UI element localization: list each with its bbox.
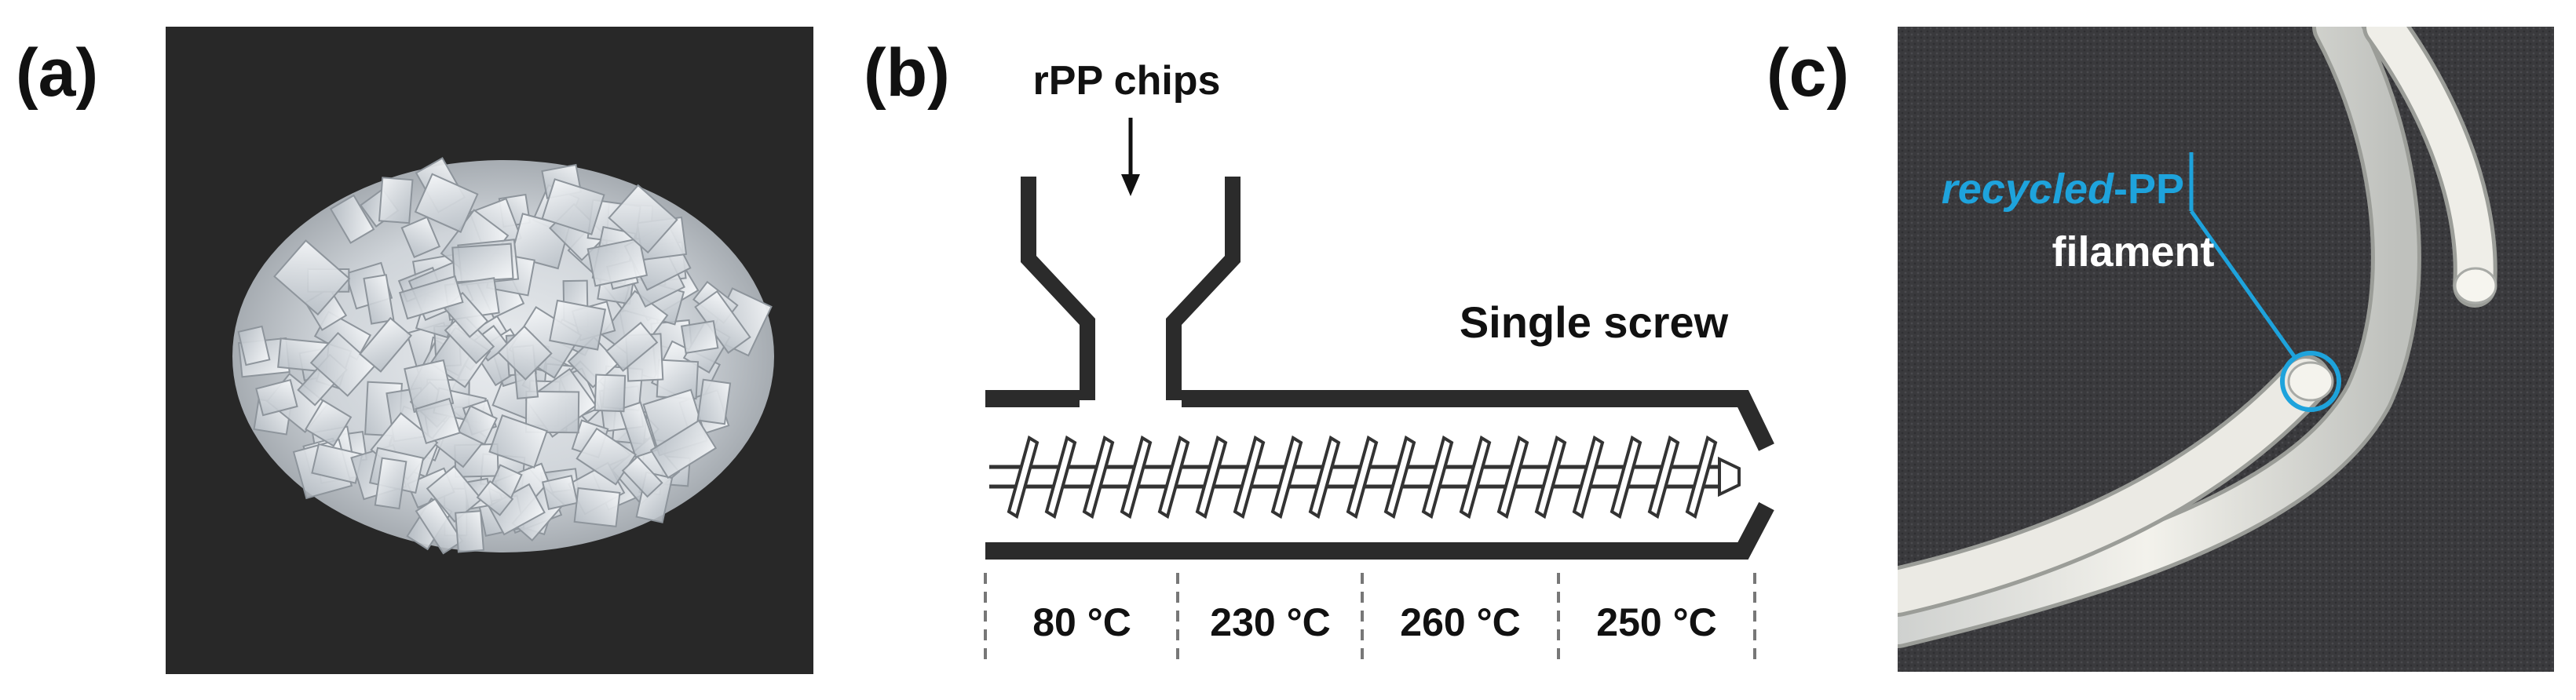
screw-label: Single screw	[1460, 297, 1729, 347]
screw-flight	[1233, 435, 1266, 520]
screw-flight	[1421, 435, 1454, 520]
zone-2-temp: 230 °C	[1210, 600, 1330, 644]
chip-flake	[363, 274, 395, 325]
chip-flake	[524, 390, 580, 434]
chip-flake	[255, 378, 298, 417]
zone-3-temp: 260 °C	[1400, 600, 1520, 644]
rpp-chips-photo	[166, 27, 813, 674]
callout-circle	[2280, 351, 2341, 412]
screw-flight	[1082, 435, 1115, 520]
callout-line-2: filament	[2052, 228, 2214, 275]
chip-flake	[696, 378, 732, 425]
chip-flake	[426, 465, 483, 523]
chip-flake	[378, 177, 414, 224]
screw-flight	[1346, 435, 1379, 520]
chip-flake	[359, 316, 413, 373]
zone-dividers	[984, 573, 1756, 659]
chip-flake	[309, 331, 376, 397]
chip-flake	[273, 239, 351, 316]
filament-photo: recycled-PP filament	[1898, 27, 2554, 672]
screw-flight	[1308, 435, 1341, 520]
filament-end	[2454, 267, 2497, 304]
chip-flake	[619, 401, 658, 458]
chip-flake	[605, 321, 659, 372]
chip-flake	[415, 498, 464, 555]
chip-flake	[237, 325, 271, 366]
panel-b-label: (b)	[864, 35, 950, 111]
chip-flake	[608, 184, 678, 254]
chip-flake	[398, 275, 464, 320]
callout-line-1: recycled-PP	[1942, 166, 2184, 213]
feed-label: rPP chips	[1033, 58, 1221, 104]
chip-flake	[374, 457, 407, 510]
filament-cross-section	[2287, 361, 2334, 402]
chip-flake	[680, 319, 719, 355]
chip-flake	[586, 237, 649, 287]
screw-flight	[1270, 435, 1303, 520]
barrel	[985, 390, 1774, 560]
screw	[989, 435, 1741, 520]
screw-flight	[1685, 435, 1718, 520]
chip-flake	[400, 216, 441, 259]
extruder-diagram: rPP chips Single screw	[966, 47, 1790, 675]
screw-flight	[1007, 435, 1040, 520]
screw-flight	[1383, 435, 1416, 520]
screw-flight	[1534, 435, 1567, 520]
screw-flight	[1195, 435, 1228, 520]
chip-flake	[497, 325, 553, 381]
filament-strands	[1898, 27, 2497, 648]
chip-flake	[304, 399, 353, 447]
chip-flake	[549, 299, 607, 351]
chip-flake	[541, 178, 605, 235]
panel-c-label: (c)	[1767, 35, 1850, 111]
feed-arrowhead	[1121, 174, 1140, 196]
screw-flight	[1496, 435, 1529, 520]
screw-flight	[1459, 435, 1492, 520]
screw-flight	[1044, 435, 1077, 520]
chip-flake	[476, 479, 514, 516]
chip-flake	[329, 194, 375, 244]
zone-1-temp: 80 °C	[1032, 600, 1131, 644]
chip-flake	[594, 374, 627, 413]
chip-flake	[457, 405, 498, 446]
hopper	[1021, 177, 1240, 400]
chip-flake	[649, 419, 718, 479]
panel-a-label: (a)	[16, 35, 99, 111]
chip-flake	[414, 173, 479, 233]
callout-leader	[2189, 210, 2296, 358]
screw-flight	[1610, 435, 1642, 520]
chip-flake	[455, 510, 484, 553]
screw-flight	[1120, 435, 1153, 520]
chip-flake	[415, 397, 462, 444]
zone-4-temp: 250 °C	[1596, 600, 1716, 644]
chip-flake	[488, 414, 548, 468]
chip-flake	[621, 455, 663, 498]
screw-flight	[1572, 435, 1605, 520]
screw-label-box	[1413, 243, 1767, 361]
chip-flake	[451, 242, 514, 283]
chip-flake	[542, 474, 579, 511]
chip-flake	[573, 487, 621, 528]
screw-flight	[1647, 435, 1680, 520]
screw-flight	[1157, 435, 1190, 520]
